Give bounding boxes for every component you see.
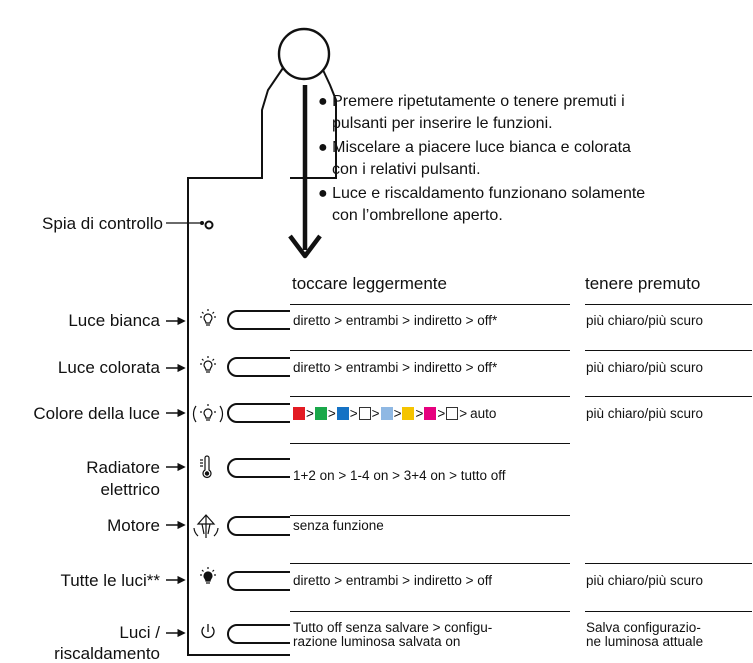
tap-all-lights: diretto > entrambi > indiretto > off: [293, 573, 492, 588]
sequence-separator: >: [393, 405, 402, 421]
tap-colored-light: diretto > entrambi > indiretto > off*: [293, 360, 498, 375]
bulb-filled-icon: [200, 567, 216, 584]
instruction-2b: con i relativi pulsanti.: [332, 161, 481, 178]
divider: [585, 396, 752, 397]
power-icon: [201, 624, 215, 639]
label-white-light: Luce bianca: [68, 311, 160, 330]
hold-lights-heating-2: ne luminosa attuale: [586, 634, 704, 649]
color-sequence: > > > > > > > > auto: [293, 405, 496, 421]
label-heater-2: elettrico: [100, 480, 160, 499]
color-bulb-icon: [192, 404, 224, 423]
control-light-label: Spia di controllo: [42, 214, 163, 233]
divider: [290, 304, 570, 305]
sequence-separator: >: [327, 405, 336, 421]
label-lights-heating-2: riscaldamento: [54, 644, 160, 663]
header-hold: tenere premuto: [585, 274, 701, 293]
divider: [585, 304, 752, 305]
instruction-2: ● Miscelare a piacere luce bianca e colo…: [318, 139, 631, 156]
umbrella-motor-icon: [193, 514, 219, 538]
divider: [290, 350, 570, 351]
hold-all-lights: più chiaro/più scuro: [586, 573, 704, 588]
tap-white-light: diretto > entrambi > indiretto > off*: [293, 313, 498, 328]
sequence-separator: >: [349, 405, 358, 421]
label-motor: Motore: [107, 516, 160, 535]
bulb-icon: [200, 356, 216, 373]
thermometer-icon: [200, 455, 212, 478]
color-swatch: [314, 406, 327, 420]
bulb-icon: [200, 309, 216, 326]
label-colored-light: Luce colorata: [57, 358, 160, 377]
sequence-separator: >: [459, 405, 468, 421]
sequence-separator: >: [371, 405, 380, 421]
hold-light-color: più chiaro/più scuro: [586, 406, 704, 421]
color-swatch: [293, 406, 305, 420]
instruction-1b: pulsanti per inserire le funzioni.: [332, 115, 553, 132]
divider: [585, 611, 752, 612]
label-heater-1: Radiatore: [86, 458, 160, 477]
hold-white-light: più chiaro/più scuro: [586, 313, 704, 328]
color-swatch: [358, 406, 371, 420]
divider: [585, 563, 752, 564]
instruction-1: ● Premere ripetutamente o tenere premuti…: [318, 93, 625, 110]
color-swatch: [402, 406, 415, 420]
hold-lights-heating-1: Salva configurazio-: [586, 620, 701, 635]
divider: [585, 350, 752, 351]
color-auto-label: auto: [470, 405, 497, 421]
control-light-pointer: [166, 220, 214, 230]
color-swatch: [336, 406, 349, 420]
label-all-lights: Tutte le luci**: [60, 571, 160, 590]
label-lights-heating-1: Luci /: [119, 623, 160, 642]
color-swatch: [380, 406, 393, 420]
tap-lights-heating-2: razione luminosa salvata on: [293, 634, 461, 649]
color-swatch: [446, 406, 459, 420]
sequence-separator: >: [415, 405, 424, 421]
tap-heater: 1+2 on > 1-4 on > 3+4 on > tutto off: [293, 468, 506, 483]
header-tap: toccare leggermente: [292, 274, 447, 293]
tap-lights-heating-1: Tutto off senza salvare > configu-: [293, 620, 493, 635]
divider: [290, 563, 570, 564]
hold-colored-light: più chiaro/più scuro: [586, 360, 704, 375]
sequence-separator: >: [437, 405, 446, 421]
instruction-3: ● Luce e riscaldamento funzionano solame…: [318, 185, 646, 202]
sequence-separator: >: [306, 405, 314, 421]
label-light-color: Colore della luce: [33, 404, 160, 423]
divider: [290, 443, 570, 444]
divider: [290, 611, 570, 612]
instruction-3b: con l’ombrellone aperto.: [332, 207, 503, 224]
color-swatch: [424, 406, 437, 420]
divider: [290, 396, 570, 397]
tap-motor: senza funzione: [293, 518, 384, 533]
divider: [290, 515, 570, 516]
